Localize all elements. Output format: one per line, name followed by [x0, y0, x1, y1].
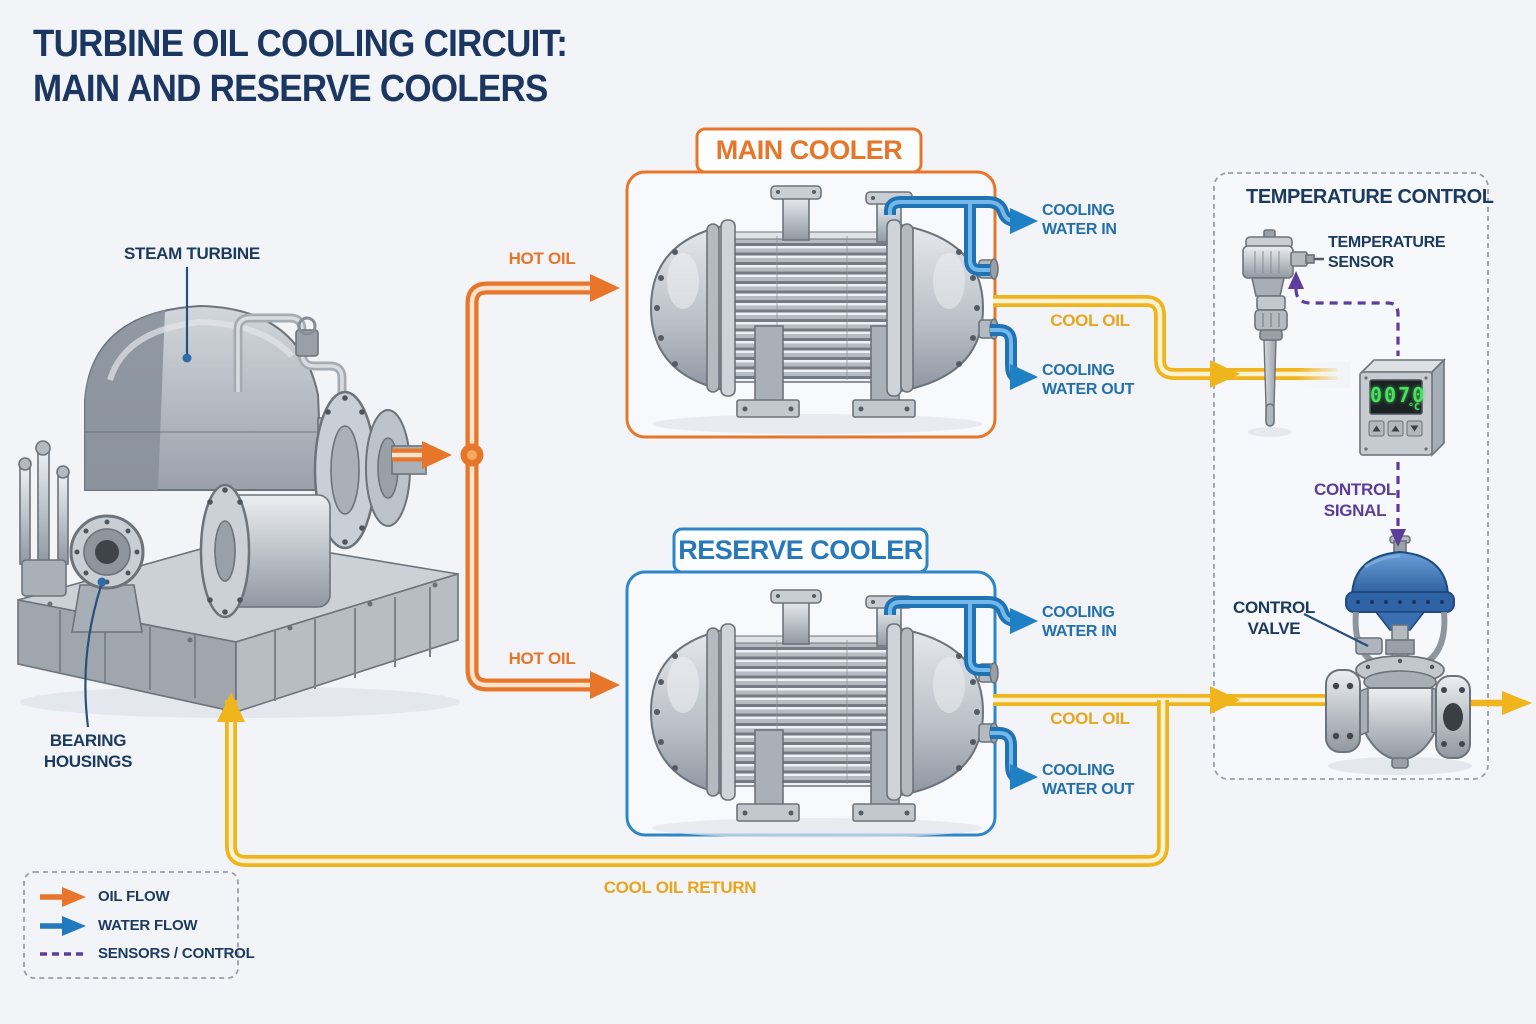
- water-out-arrow-reserve: [1010, 764, 1038, 790]
- controller-display-unit: °C: [1407, 402, 1420, 413]
- controller-display-value: 0070: [1370, 383, 1427, 407]
- control-valve-label: CONTROL VALVE: [1233, 598, 1315, 638]
- legend-sensors-control-label: SENSORS / CONTROL: [98, 945, 255, 962]
- cool-oil-return-arrow: [217, 692, 245, 722]
- signal-arrow-to-valve: [1390, 529, 1406, 547]
- cool-oil-outlet-arrow: [1502, 691, 1532, 715]
- controller-screen: [1369, 379, 1423, 415]
- legend-box: [23, 871, 239, 979]
- steam-turbine-label: STEAM TURBINE: [124, 244, 260, 263]
- cooling-water-in-label-main: COOLING WATER IN: [1042, 202, 1117, 238]
- hot-oil-label-main: HOT OIL: [508, 249, 576, 268]
- water-in-arrow-main: [1010, 208, 1038, 234]
- cool-oil-label-reserve: COOL OIL: [1050, 709, 1130, 728]
- legend-water-flow-label: WATER FLOW: [98, 917, 198, 934]
- control-signal-label: CONTROL SIGNAL: [1314, 480, 1396, 520]
- control-signal-path: [1288, 271, 1406, 547]
- cool-oil-label-main: COOL OIL: [1050, 311, 1130, 330]
- cool-oil-return-label: COOL OIL RETURN: [603, 878, 757, 897]
- main-cooler-title: MAIN COOLER: [715, 135, 903, 165]
- cool-oil-arrow-main: [1210, 360, 1240, 388]
- controller-buttons[interactable]: [1368, 420, 1423, 437]
- steam-turbine-illustration: [17, 304, 460, 718]
- page-title: TURBINE OIL COOLING CIRCUIT: MAIN AND RE…: [33, 23, 568, 110]
- water-flow-legend-arrow: [62, 916, 86, 936]
- temperature-control-title: TEMPERATURE CONTROL: [1246, 186, 1494, 208]
- hot-oil-arrow-main: [590, 274, 620, 302]
- signal-arrow-to-sensor: [1288, 271, 1304, 289]
- cooling-water-out-label-reserve: COOLING WATER OUT: [1042, 762, 1135, 798]
- cooling-water-out-label-main: COOLING WATER OUT: [1042, 362, 1135, 398]
- cooling-water-in-label-reserve: COOLING WATER IN: [1042, 604, 1117, 640]
- hot-oil-arrow-turbine: [422, 441, 452, 469]
- hot-oil-piping: [392, 274, 620, 699]
- bearing-pointer-dot: [97, 577, 107, 587]
- hot-oil-label-reserve: HOT OIL: [508, 649, 576, 668]
- legend-samples: [40, 887, 88, 956]
- control-valve-illustration: [1325, 535, 1472, 775]
- water-piping-main: [884, 196, 1038, 390]
- temperature-sensor-label: TEMPERATURE SENSOR: [1328, 234, 1446, 271]
- leader-lines: [84, 267, 1369, 728]
- oil-flow-legend-arrow: [62, 887, 86, 907]
- water-piping-reserve: [884, 596, 1038, 790]
- bearing-housings-label: BEARING HOUSINGS: [43, 731, 133, 771]
- water-out-arrow-main: [1010, 364, 1038, 390]
- temperature-controller-illustration: [1359, 358, 1446, 457]
- button-down-icon: [1410, 425, 1419, 432]
- legend-oil-flow-label: OIL FLOW: [98, 888, 170, 905]
- water-in-arrow-reserve: [1010, 608, 1038, 634]
- button-up-icon: [1372, 425, 1381, 432]
- temperature-sensor-illustration: [1242, 229, 1324, 437]
- cool-oil-arrow-reserve: [1210, 686, 1240, 714]
- reserve-cooler-title: RESERVE COOLER: [678, 535, 923, 565]
- button-set-icon: [1391, 425, 1400, 432]
- cool-oil-piping: [217, 295, 1532, 867]
- hot-oil-arrow-reserve: [590, 671, 620, 699]
- steam-turbine-pointer-dot: [182, 353, 192, 363]
